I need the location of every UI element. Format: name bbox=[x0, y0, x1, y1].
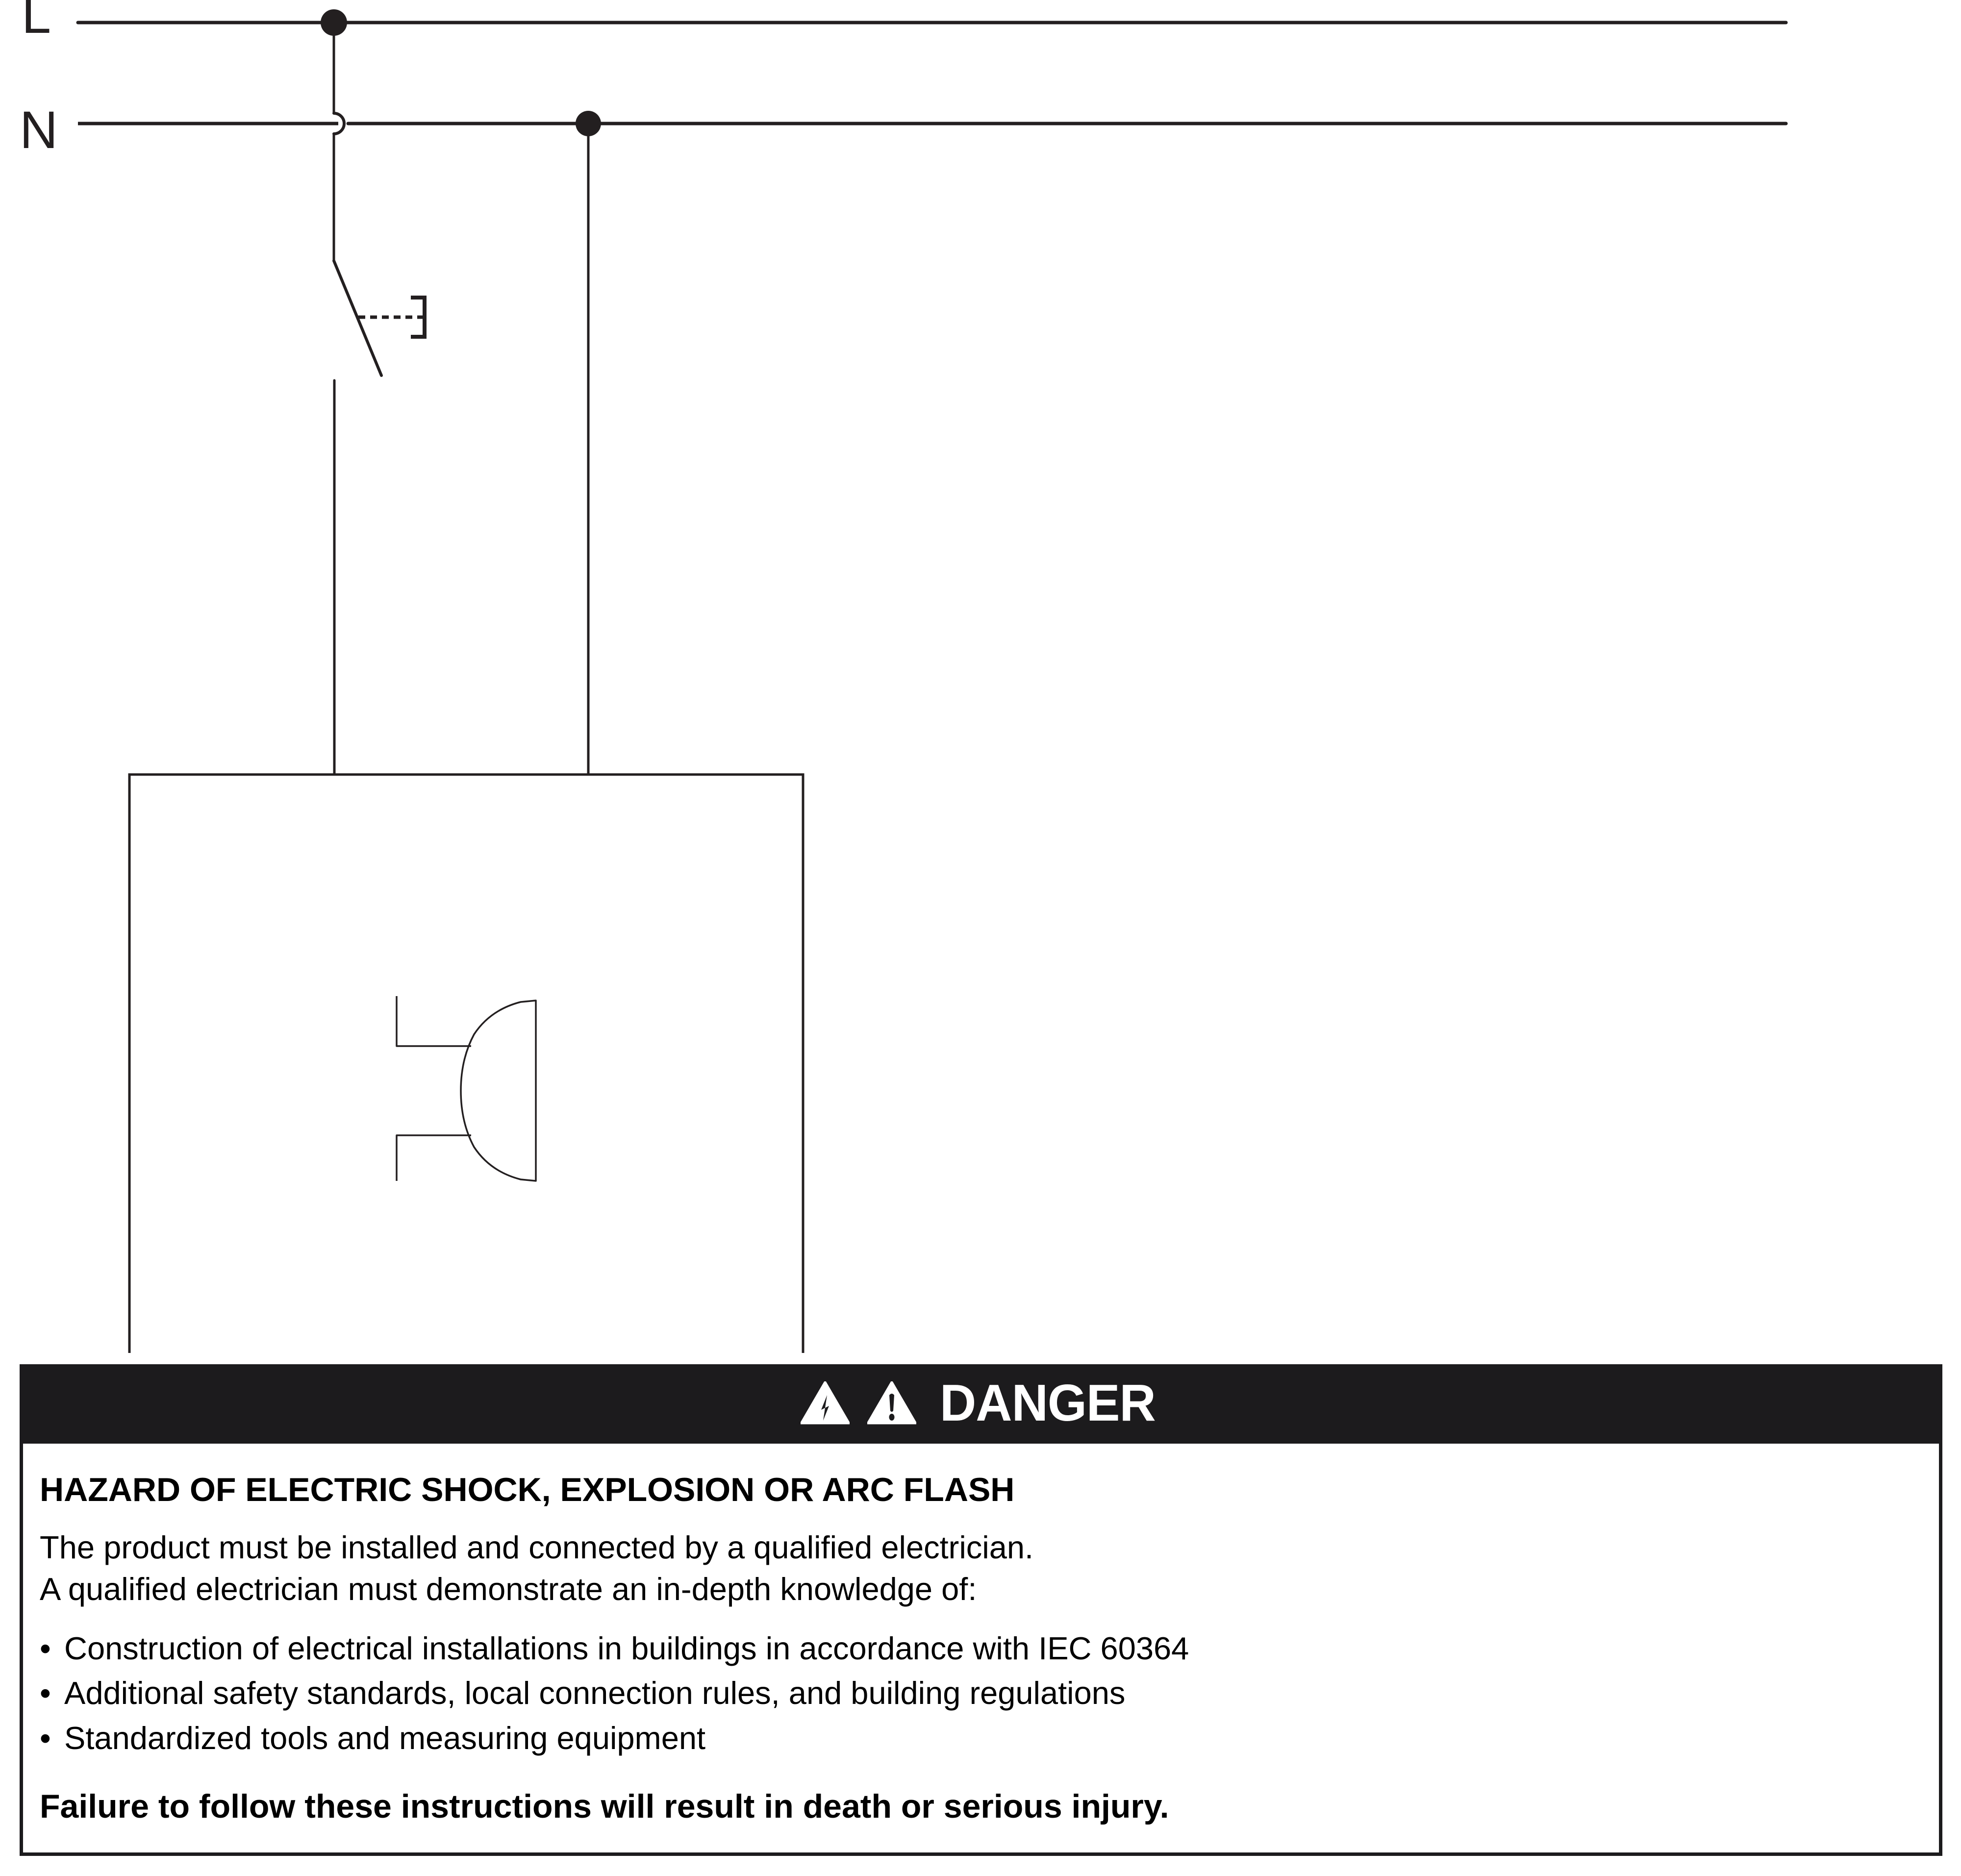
electric-shock-warning-icon bbox=[801, 1381, 850, 1425]
danger-header: DANGER bbox=[20, 1364, 1942, 1444]
bullet-icon: • bbox=[40, 1675, 51, 1711]
consequence-statement: Failure to follow these instructions wil… bbox=[40, 1788, 1169, 1825]
line-label: L bbox=[22, 0, 51, 44]
bullet-item: • Standardized tools and measuring equip… bbox=[40, 1722, 705, 1754]
danger-title: DANGER bbox=[940, 1374, 1156, 1432]
device-enclosure bbox=[128, 773, 805, 1353]
wiring-diagram: L N bbox=[20, 0, 1788, 1353]
bullet-text: Additional safety standards, local conne… bbox=[64, 1675, 1126, 1711]
bullet-text: Construction of electrical installations… bbox=[64, 1630, 1189, 1666]
intro-line-1: The product must be installed and connec… bbox=[40, 1529, 1034, 1565]
bullet-icon: • bbox=[40, 1630, 51, 1666]
neutral-label: N bbox=[20, 100, 58, 159]
bullet-item: • Construction of electrical installatio… bbox=[40, 1632, 1189, 1664]
danger-notice: DANGER HAZARD OF ELECTRIC SHOCK, EXPLOSI… bbox=[20, 1364, 1942, 1856]
hazard-heading: HAZARD OF ELECTRIC SHOCK, EXPLOSION OR A… bbox=[40, 1471, 1015, 1508]
bullet-icon: • bbox=[40, 1720, 51, 1756]
bullet-item: • Additional safety standards, local con… bbox=[40, 1677, 1125, 1709]
general-warning-icon bbox=[867, 1381, 916, 1425]
switch-icon bbox=[332, 259, 427, 776]
danger-title-group: DANGER bbox=[801, 1377, 1162, 1429]
line-junction-dot bbox=[321, 9, 347, 36]
intro-line-2: A qualified electrician must demonstrate… bbox=[40, 1571, 977, 1607]
neutral-junction-dot bbox=[576, 111, 601, 136]
bullet-text: Standardized tools and measuring equipme… bbox=[64, 1720, 706, 1756]
buzzer-icon bbox=[396, 996, 537, 1182]
line-drop-wire bbox=[332, 21, 346, 262]
